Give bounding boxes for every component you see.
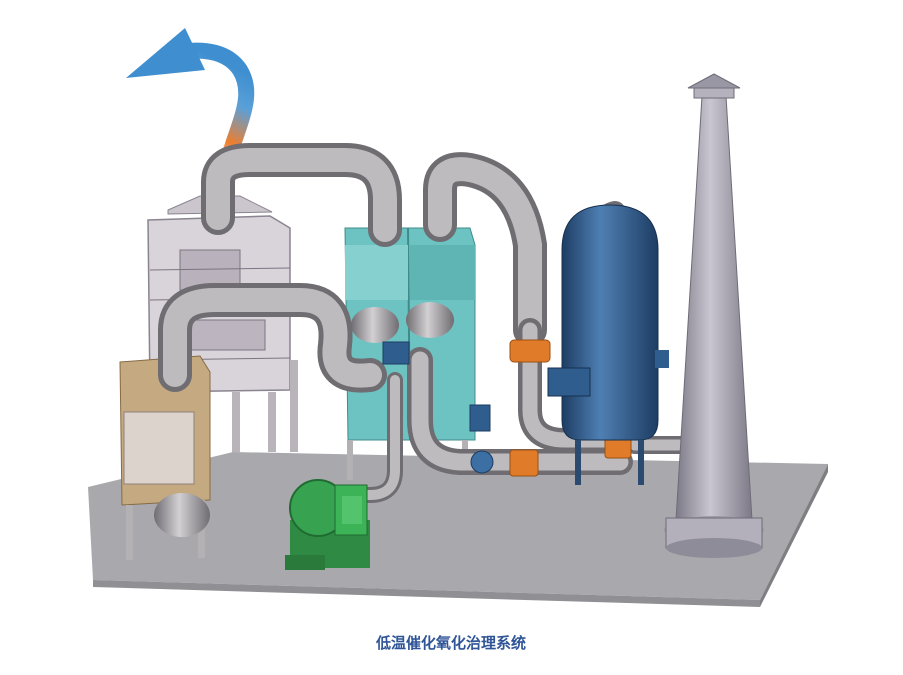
diagram-caption: 低温催化氧化治理系统	[375, 634, 526, 652]
induced-draft-fan	[285, 479, 370, 570]
exhaust-flow-arrow-icon	[126, 28, 255, 168]
heat-exchanger-box	[119, 355, 211, 560]
exhaust-stack	[664, 73, 764, 558]
absorption-tank	[547, 204, 669, 485]
duct-network	[158, 143, 699, 503]
base-platform	[88, 452, 828, 607]
